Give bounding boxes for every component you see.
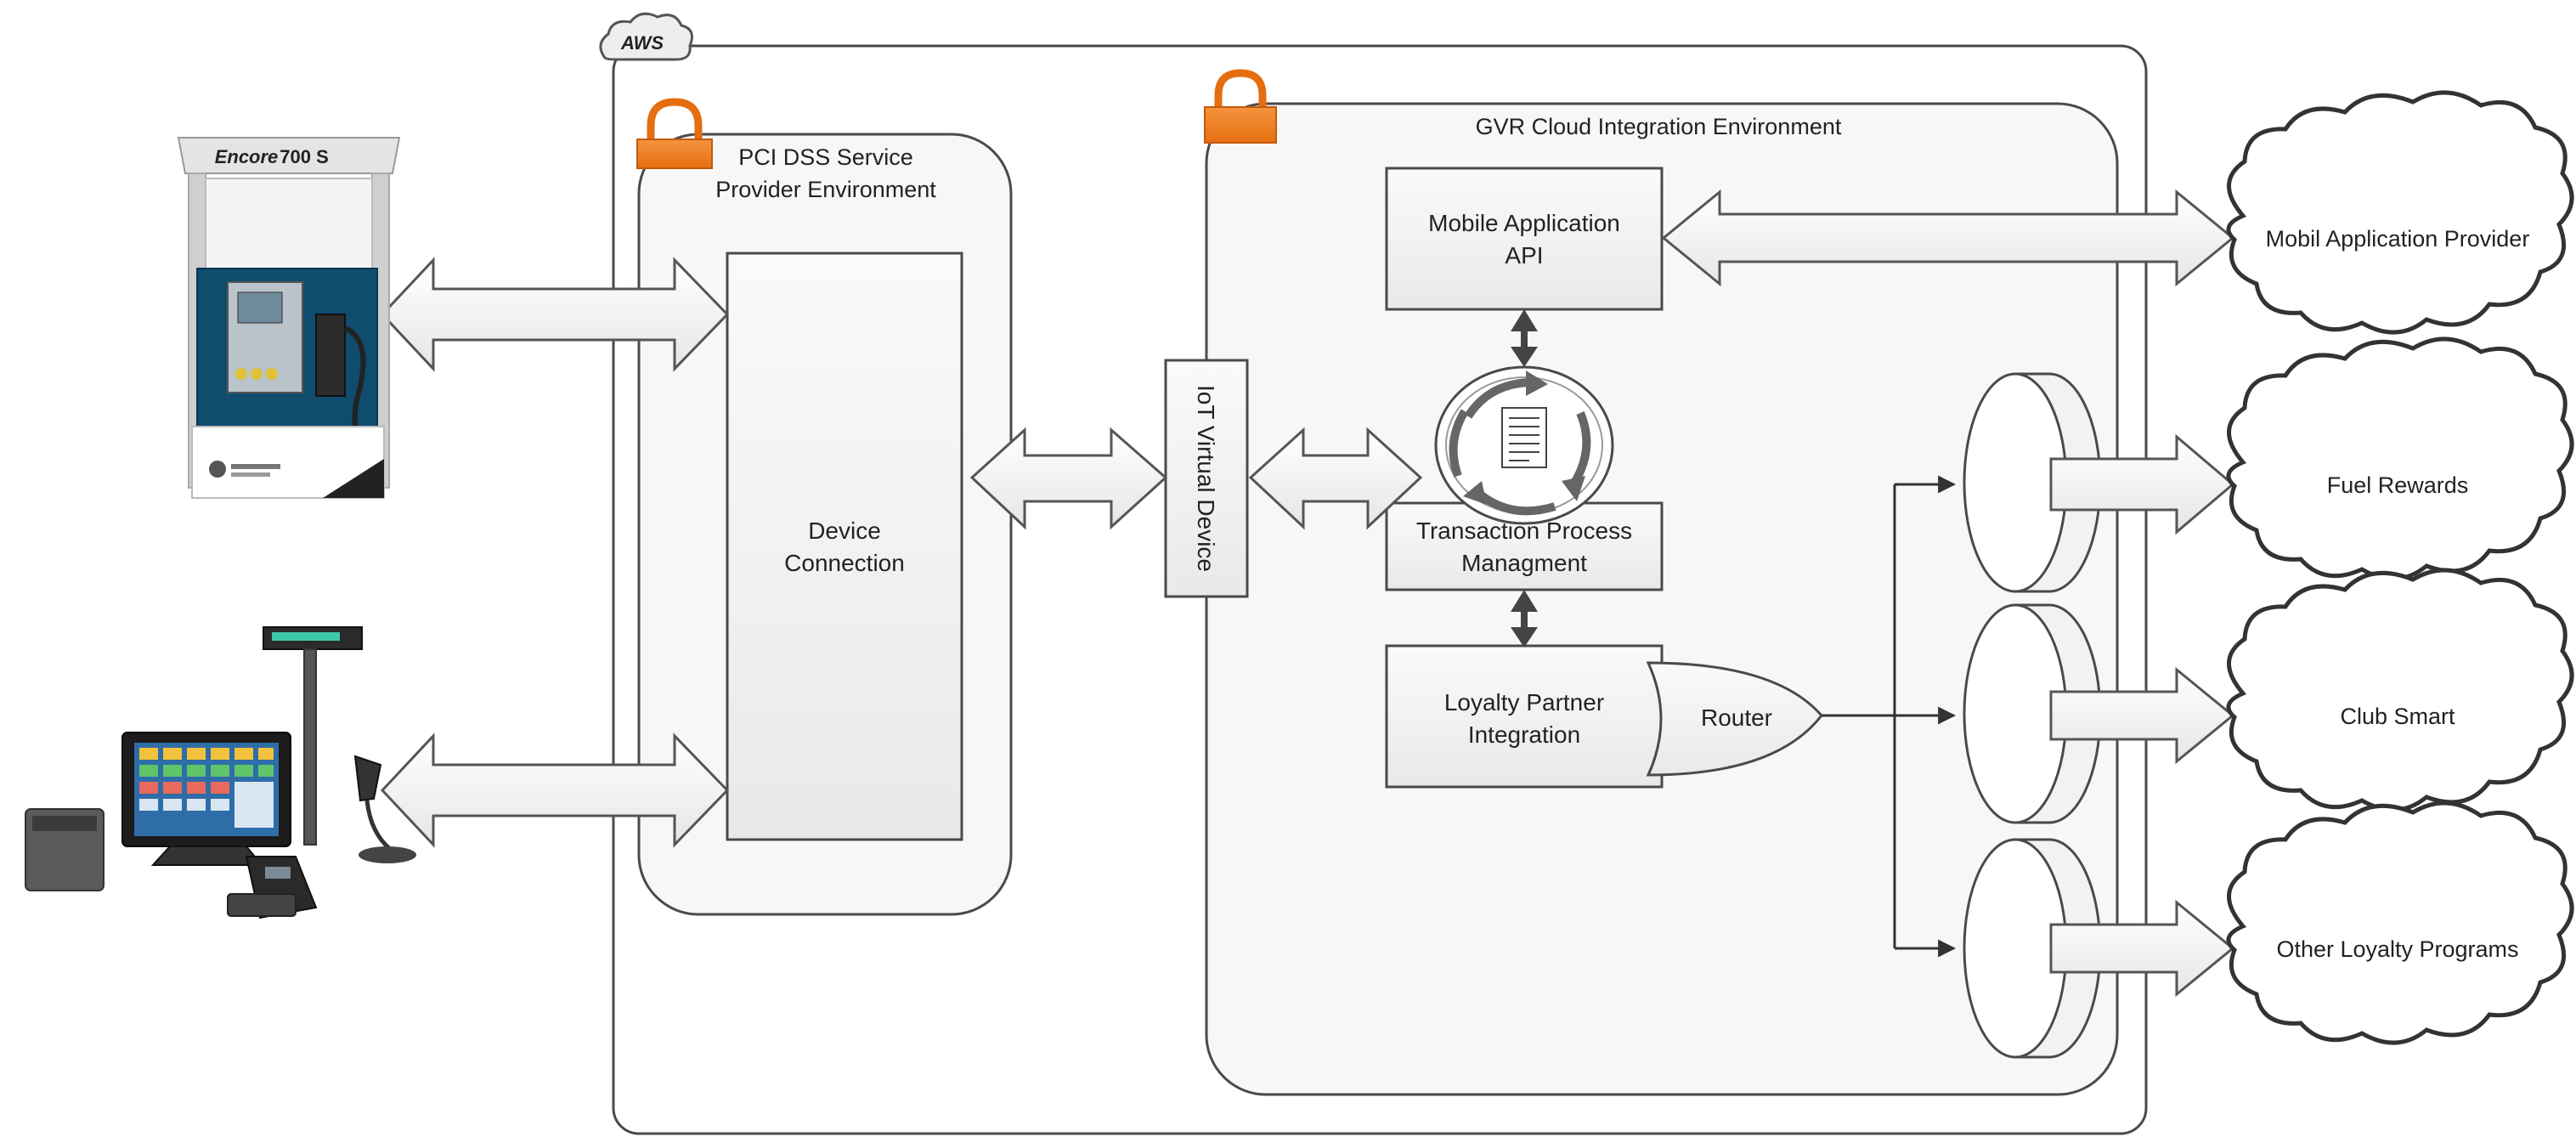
- pci-title-line1: PCI DSS Service: [738, 144, 913, 170]
- double-arrow-connection-iot: [969, 427, 1168, 530]
- cloud-fuel-rewards: Fuel Rewards: [2226, 337, 2574, 581]
- loyalty-line2: Integration: [1468, 721, 1580, 748]
- pci-title-line2: Provider Environment: [715, 177, 936, 202]
- pos-terminal-icon: [25, 626, 416, 919]
- cloud-label-club: Club Smart: [2340, 704, 2455, 729]
- router-gate-icon: Router: [1646, 661, 1823, 777]
- tpm-line2: Managment: [1461, 550, 1587, 576]
- arrow-to-club-smart: [2049, 666, 2235, 765]
- cloud-mobil-application-provider: Mobil Application Provider: [2226, 90, 2574, 335]
- double-arrow-pos-connection: [380, 733, 730, 848]
- loyalty-partner-integration-box: [1385, 644, 1664, 789]
- padlock-icon: [1204, 69, 1277, 144]
- cloud-club-smart: Club Smart: [2226, 568, 2574, 812]
- mobile-api-line1: Mobile Application: [1428, 210, 1620, 236]
- iot-virtual-device-box: [1164, 359, 1249, 598]
- router-label: Router: [1701, 704, 1772, 731]
- device-connection-box: [726, 252, 963, 841]
- dispenser-brand: Encore: [215, 146, 279, 167]
- process-cycle-icon: [1434, 365, 1614, 525]
- aws-badge-text: AWS: [620, 32, 664, 54]
- double-arrow-iot-tpm: [1248, 427, 1423, 530]
- gvr-title: GVR Cloud Integration Environment: [1476, 114, 1842, 139]
- double-arrow-dispenser-connection: [380, 257, 730, 372]
- cloud-other-loyalty-programs: Other Loyalty Programs: [2226, 800, 2574, 1045]
- cloud-label-fuel: Fuel Rewards: [2327, 472, 2469, 498]
- iot-label: IoT Virtual Device: [1193, 385, 1219, 572]
- gvr-environment-container: [1205, 102, 2119, 1096]
- fuel-dispenser-icon: Encore 700 S: [177, 137, 401, 499]
- cloud-label-other: Other Loyalty Programs: [2276, 936, 2518, 962]
- device-connection-line2: Connection: [784, 550, 905, 576]
- mobile-application-api-box: [1385, 167, 1664, 311]
- connector-mobile-tpm: [1511, 309, 1538, 367]
- arrow-to-other-loyalty: [2049, 899, 2235, 998]
- dispenser-model: 700 S: [280, 146, 329, 167]
- padlock-icon: [636, 98, 713, 169]
- cloud-label-mobile: Mobil Application Provider: [2266, 226, 2530, 252]
- mobile-api-line2: API: [1505, 242, 1543, 269]
- connector-tpm-loyalty: [1511, 590, 1538, 648]
- arrow-to-fuel-rewards: [2049, 433, 2235, 535]
- router-fanout-lines: [1822, 475, 1957, 958]
- aws-cloud-icon: AWS: [599, 12, 693, 61]
- device-connection-line1: Device: [808, 518, 881, 544]
- loyalty-line1: Loyalty Partner: [1444, 689, 1604, 716]
